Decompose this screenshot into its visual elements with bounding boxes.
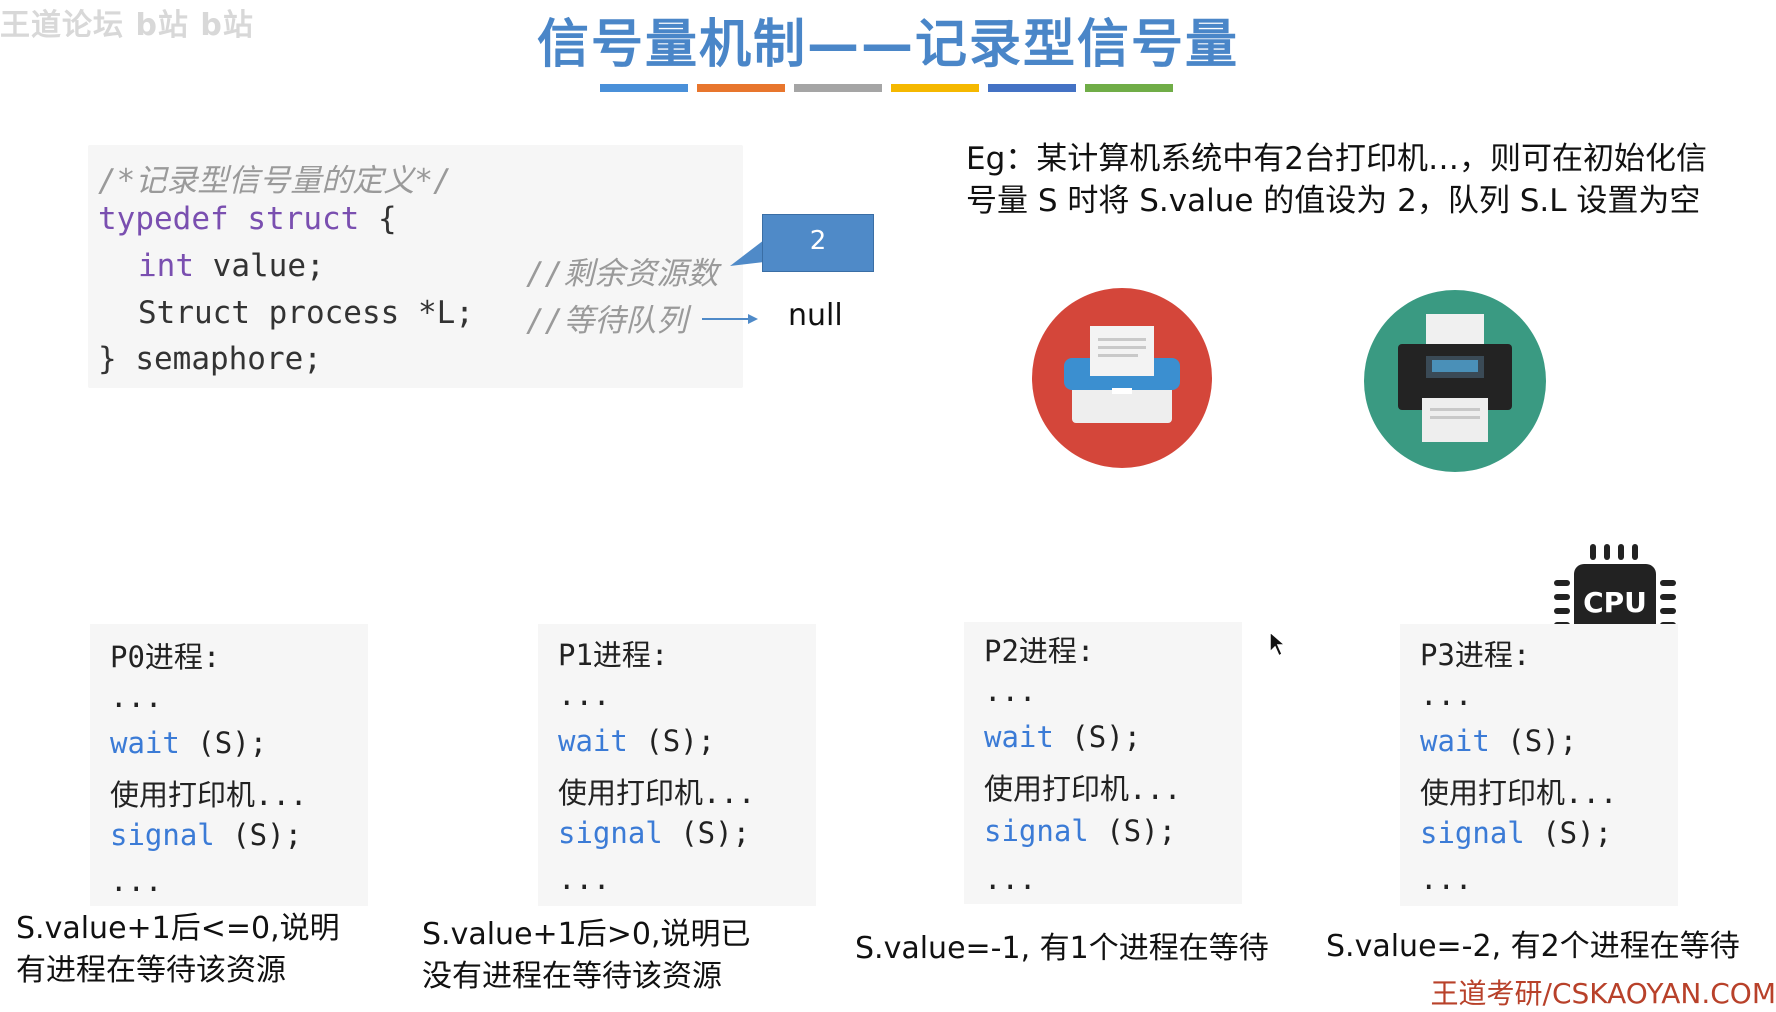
caption-p0: S.value+1后<=0,说明 有进程在等待该资源 — [16, 908, 340, 992]
process-ellipsis: ... — [1420, 862, 1473, 896]
process-ellipsis: ... — [110, 864, 163, 898]
process-name: P0进程: — [110, 640, 221, 674]
color-bar-segment — [988, 84, 1076, 92]
caption-p0-line2: 有进程在等待该资源 — [16, 953, 286, 988]
arrow-to-null-icon — [702, 314, 758, 324]
color-bar-segment — [794, 84, 882, 92]
null-label: null — [788, 298, 843, 333]
code-value-line: int value; — [138, 248, 325, 284]
caption-p2: S.value=-1, 有1个进程在等待 — [855, 931, 1269, 966]
typedef-keyword: typedef — [98, 201, 229, 237]
footer-brand: 王道考研/CSKAOYAN.COM — [1430, 977, 1776, 1010]
struct-keyword: struct — [247, 201, 360, 237]
process-ellipsis: ... — [110, 680, 163, 714]
process-name: P1进程: — [558, 638, 669, 672]
wait-argument: (S); — [1053, 720, 1142, 754]
slide-title: 信号量机制——记录型信号量 — [536, 15, 1239, 75]
signal-call: signal (S); — [1420, 816, 1612, 850]
process-name: P2进程: — [984, 634, 1095, 668]
signal-keyword: signal — [110, 818, 215, 852]
wait-keyword: wait — [558, 724, 628, 758]
process-box-p1: P1进程: ... wait (S); 使用打印机... signal (S);… — [538, 624, 816, 906]
value-declaration: value; — [194, 248, 325, 284]
wait-argument: (S); — [627, 724, 716, 758]
signal-keyword: signal — [558, 816, 663, 850]
color-bar-segment — [600, 84, 688, 92]
code-typedef-line: typedef struct { — [98, 201, 397, 237]
process-name: P3进程: — [1420, 638, 1531, 672]
wait-keyword: wait — [984, 720, 1054, 754]
wait-call: wait (S); — [558, 724, 715, 758]
process-ellipsis: ... — [984, 862, 1037, 896]
signal-call: signal (S); — [984, 814, 1176, 848]
process-ellipsis: ... — [558, 678, 611, 712]
process-ellipsis: ... — [558, 862, 611, 896]
wait-call: wait (S); — [1420, 724, 1577, 758]
cpu-label: CPU — [1583, 586, 1647, 619]
wait-argument: (S); — [1489, 724, 1578, 758]
example-text: Eg：某计算机系统中有2台打印机…，则可在初始化信号量 S 时将 S.value… — [966, 141, 1707, 219]
signal-call: signal (S); — [558, 816, 750, 850]
wait-keyword: wait — [1420, 724, 1490, 758]
wait-argument: (S); — [179, 726, 268, 760]
value-callout: 2 — [762, 214, 874, 272]
signal-keyword: signal — [984, 814, 1089, 848]
color-bar-segment — [891, 84, 979, 92]
signal-argument: (S); — [662, 816, 751, 850]
semaphore-code-block: /*记录型信号量的定义*/ typedef struct { int value… — [88, 145, 743, 388]
process-box-p2: P2进程: ... wait (S); 使用打印机... signal (S);… — [964, 622, 1242, 904]
wait-keyword: wait — [110, 726, 180, 760]
signal-call: signal (S); — [110, 818, 302, 852]
use-printer-text: 使用打印机... — [984, 772, 1182, 806]
callout-pointer-icon — [730, 240, 764, 266]
watermark: 王道论坛 b站 b站 — [0, 8, 254, 43]
process-ellipsis: ... — [1420, 678, 1473, 712]
signal-argument: (S); — [1088, 814, 1177, 848]
color-bar-segment — [1085, 84, 1173, 92]
printer-red-circle-icon — [1032, 288, 1212, 468]
use-printer-text: 使用打印机... — [110, 778, 308, 812]
code-comment-value: //剩余资源数 — [526, 256, 719, 292]
code-process-line: Struct process *L; — [138, 295, 474, 331]
code-comment-definition: /*记录型信号量的定义*/ — [98, 163, 452, 199]
caption-p1-line2: 没有进程在等待该资源 — [422, 959, 722, 994]
wait-call: wait (S); — [110, 726, 267, 760]
process-box-p3: P3进程: ... wait (S); 使用打印机... signal (S);… — [1400, 624, 1678, 906]
open-brace: { — [359, 201, 397, 237]
code-closing-line: } semaphore; — [98, 341, 322, 377]
signal-argument: (S); — [214, 818, 303, 852]
signal-argument: (S); — [1524, 816, 1613, 850]
caption-p3: S.value=-2, 有2个进程在等待 — [1326, 929, 1740, 964]
mouse-pointer-icon — [1269, 630, 1288, 658]
int-keyword: int — [138, 248, 194, 284]
signal-keyword: signal — [1420, 816, 1525, 850]
wait-call: wait (S); — [984, 720, 1141, 754]
process-ellipsis: ... — [984, 674, 1037, 708]
caption-p1-line1: S.value+1后>0,说明已 — [422, 917, 751, 952]
caption-p0-line1: S.value+1后<=0,说明 — [16, 911, 340, 946]
process-box-p0: P0进程: ... wait (S); 使用打印机... signal (S);… — [90, 624, 368, 906]
use-printer-text: 使用打印机... — [1420, 776, 1618, 810]
caption-p1: S.value+1后>0,说明已 没有进程在等待该资源 — [422, 914, 751, 998]
use-printer-text: 使用打印机... — [558, 776, 756, 810]
printer-teal-circle-icon — [1364, 290, 1546, 472]
code-comment-queue: //等待队列 — [526, 303, 688, 339]
color-bar-segment — [697, 84, 785, 92]
